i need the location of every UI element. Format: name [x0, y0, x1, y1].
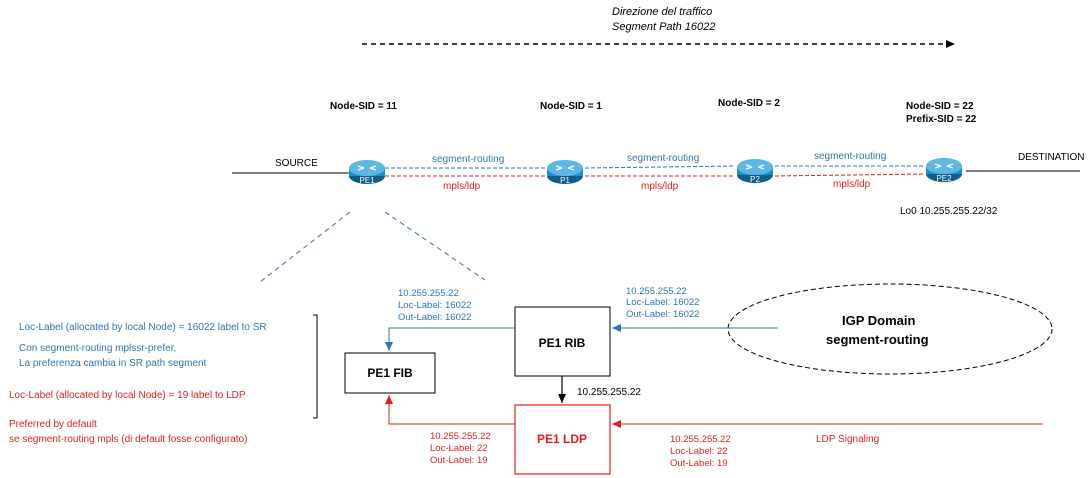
pe2-loopback: Lo0 10.255.255.22/32 [900, 206, 998, 217]
sr-entry-right-out: Out-Label: 16022 [626, 309, 699, 320]
sr-label-2: segment-routing [627, 153, 699, 164]
sr-label-1: segment-routing [432, 154, 504, 165]
p2-label: P2 [750, 175, 760, 184]
rib-to-ldp-prefix: 10.255.255.22 [577, 387, 641, 398]
sr-prefer-note-1: Con segment-routing mplssr-prefer, [19, 343, 176, 354]
ldp-label-1: mpls/ldp [443, 181, 481, 192]
ldp-signaling-label: LDP Signaling [816, 434, 879, 445]
pe2-node-sid: Node-SID = 22 [906, 101, 974, 112]
p2-node-sid: Node-SID = 2 [718, 98, 780, 109]
p1-node-sid: Node-SID = 1 [540, 101, 602, 112]
router-p2[interactable]: P2 [737, 159, 773, 184]
pe2-prefix-sid: Prefix-SID = 22 [906, 114, 977, 125]
source-label: SOURCE [275, 158, 318, 169]
router-pe1[interactable]: PE1 [349, 160, 385, 185]
sr-entry-right-loc: Loc-Label: 16022 [626, 297, 699, 308]
pe1-ldp-box[interactable] [514, 404, 611, 475]
router-pe2[interactable]: PE2 [926, 158, 962, 183]
notes-bracket [313, 314, 318, 419]
traffic-direction-label: Direzione del traffico [612, 6, 712, 18]
ldp-link-p2-pe2 [774, 173, 926, 177]
sr-entry-left-out: Out-Label: 16022 [398, 312, 471, 323]
sr-note: Loc-Label (allocated by local Node) = 16… [19, 322, 267, 333]
ldp-entry-left-out: Out-Label: 19 [430, 455, 488, 466]
sr-label-3: segment-routing [814, 151, 886, 162]
ldp-entry-left-prefix: 10.255.255.22 [430, 431, 491, 442]
sr-entry-left-loc: Loc-Label: 16022 [398, 300, 471, 311]
sr-prefer-note-2: La preferenza cambia in SR path segment [19, 358, 207, 369]
pe1-fib-box[interactable] [344, 352, 436, 394]
default-note-1: Preferred by default [9, 419, 97, 430]
segment-path-label: Segment Path 16022 [612, 21, 715, 33]
zoom-line-right [384, 211, 486, 281]
pe1-fib-label: PE1 FIB [367, 366, 413, 380]
zoom-line-left [259, 211, 351, 283]
pe2-label: PE2 [936, 174, 952, 183]
router-arrows-icon [555, 165, 575, 171]
ldp-entry-right-prefix: 10.255.255.22 [670, 434, 731, 445]
ldp-label-2: mpls/ldp [641, 181, 679, 192]
p1-label: P1 [560, 176, 570, 185]
igp-domain-title: IGP Domain [842, 313, 916, 328]
router-arrows-icon [934, 163, 954, 169]
ldp-entry-right-loc: Loc-Label: 22 [670, 446, 728, 457]
router-p1[interactable]: P1 [547, 160, 583, 185]
router-arrows-icon [745, 164, 765, 170]
sr-link-p1-p2 [584, 165, 736, 169]
pe1-label: PE1 [359, 176, 375, 185]
ldp-note: Loc-Label (allocated by local Node) = 19… [9, 390, 246, 401]
ldp-label-3: mpls/ldp [833, 179, 871, 190]
rib-to-fib-arrow [385, 327, 515, 351]
pe1-rib-label: PE1 RIB [539, 336, 586, 350]
igp-domain-cloud [727, 283, 1053, 375]
pe1-ldp-label: PE1 LDP [537, 432, 587, 446]
sr-entry-left-prefix: 10.255.255.22 [398, 288, 459, 299]
ldp-to-fib-arrow [385, 395, 515, 425]
ldp-entry-right-out: Out-Label: 19 [670, 458, 728, 469]
ldp-entry-left-loc: Loc-Label: 22 [430, 443, 488, 454]
pe1-node-sid: Node-SID = 11 [330, 101, 397, 112]
sr-entry-right-prefix: 10.255.255.22 [626, 286, 687, 297]
destination-label: DESTINATION [1018, 152, 1084, 163]
igp-domain-subtitle: segment-routing [826, 332, 929, 347]
router-arrows-icon [357, 165, 377, 171]
default-note-2: se segment-routing mpls (di default foss… [9, 434, 247, 445]
